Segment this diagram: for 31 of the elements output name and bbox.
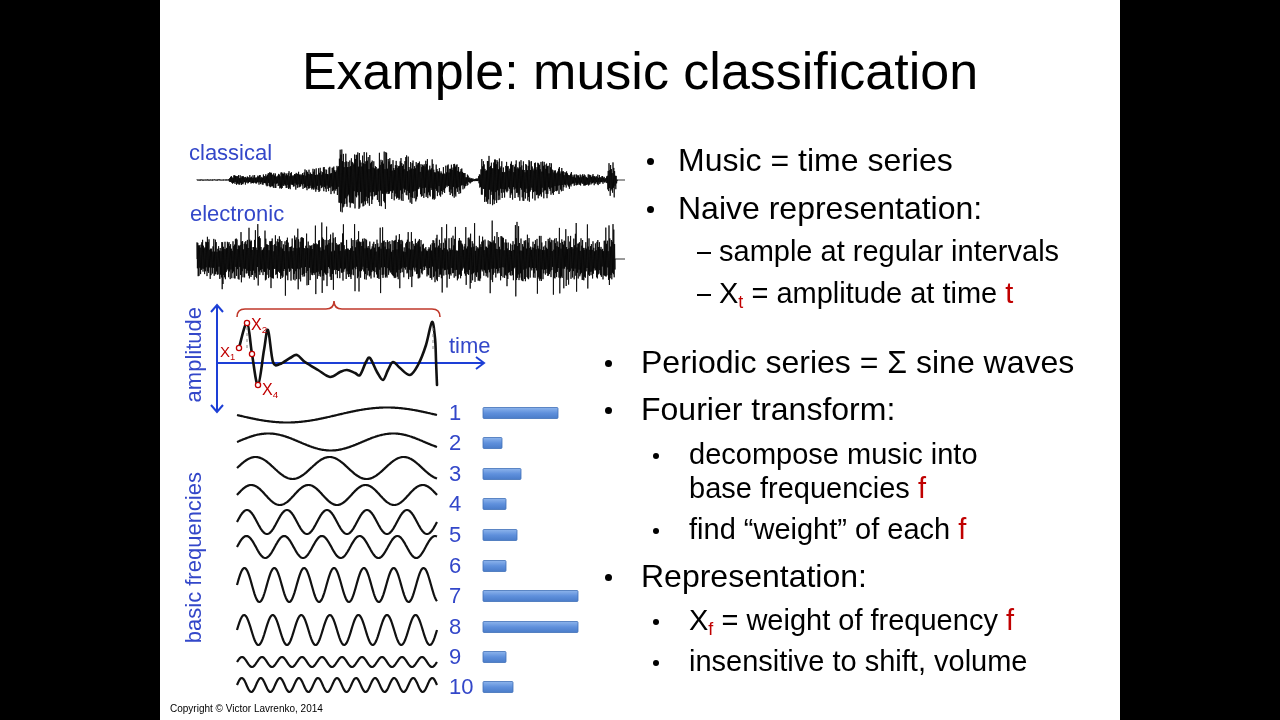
bullet-text: Fourier transform: [641,390,896,428]
frequency-number: 8 [449,614,462,640]
genre-label: classical [189,140,273,166]
sub-bullet-text: find “weight” of each f [689,513,967,547]
frequency-number: 4 [449,491,462,517]
sample-label: X$_{2}$ [251,315,268,335]
sub-bullet-text: sample at regular intervals [719,235,1060,269]
sub-bullet-text: X$_{f}$ = weight of frequency f [689,604,1014,638]
frequency-number: 3 [449,461,462,487]
sub-bullet-text: X$_{t}$ = amplitude at time t [719,277,1014,311]
frequency-number: 9 [449,644,462,670]
genre-label: electronic [190,201,285,227]
bullet-text: Music = time series [678,141,953,179]
frequency-number: 5 [449,522,462,548]
bullet-text: Representation: [641,557,867,595]
frequency-number: 7 [449,583,462,609]
sample-label: X$_{1}$ [220,343,236,361]
sub-bullet-text: decompose music into base frequencies f [689,438,979,505]
slide-title: Example: music classification [301,42,979,102]
frequency-number: 10 [449,674,474,700]
bullet-text: Naive representation: [678,189,983,227]
bullet-text: Periodic series = Σ sine waves [641,343,1075,381]
frequency-number: 6 [449,553,462,579]
axis-label: basic frequencies [183,472,205,644]
axis-label: time [449,333,491,359]
copyright-notice: Copyright © Victor Lavrenko, 2014 [170,703,323,715]
sample-label: X$_{4}$ [262,380,279,400]
frequency-number: 1 [449,400,462,426]
frequency-number: 2 [449,430,462,456]
axis-label: amplitude [183,307,205,403]
sub-bullet-text: insensitive to shift, volume [689,645,1028,679]
